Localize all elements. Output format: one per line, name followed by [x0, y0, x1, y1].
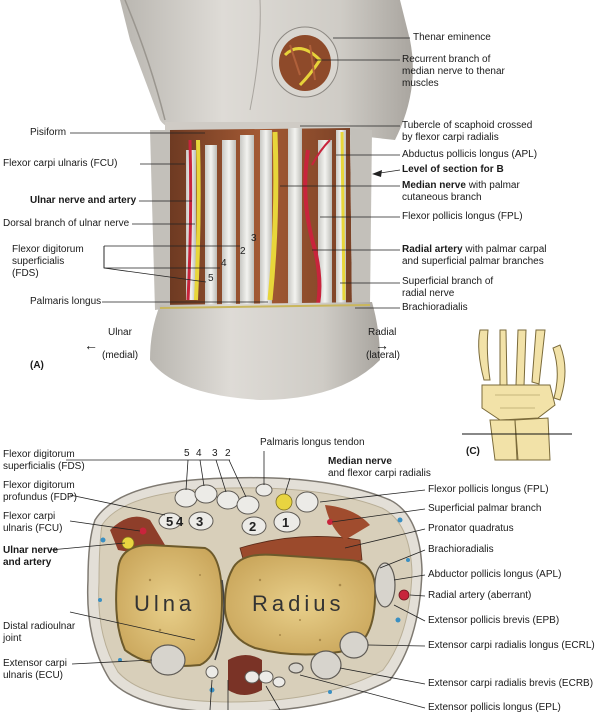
label-fpl-b: Flexor pollicis longus (FPL) — [428, 484, 549, 495]
label-superficial-palmar-branch: Superficial palmar branch — [428, 503, 542, 514]
label-druj-1: Distal radioulnar — [3, 621, 76, 632]
label-palmaris-tendon: Palmaris longus tendon — [260, 437, 365, 448]
label-recurrent-2: median nerve to thenar — [402, 66, 505, 77]
ulna-label: Ulna — [134, 591, 195, 616]
label-tubercle-1: Tubercle of scaphoid crossed — [402, 120, 533, 131]
panel-a-leader-lines — [70, 37, 410, 309]
a-number-4: 4 — [221, 258, 227, 269]
label-median-nerve-b-2: and flexor carpi radialis — [328, 468, 431, 479]
b-tendon-2: 2 — [249, 519, 256, 534]
a-number-2: 2 — [240, 246, 246, 257]
b-tendon-4: 4 — [176, 514, 184, 529]
label-dorsal-branch: Dorsal branch of ulnar nerve — [3, 218, 130, 229]
panel-a-illustration — [120, 0, 413, 400]
a-number-3: 3 — [251, 233, 257, 244]
label-apl: Abductus pollicis longus (APL) — [402, 149, 538, 160]
label-ecrl: Extensor carpi radialis longus (ECRL) — [428, 640, 595, 651]
panel-c-skeleton — [462, 329, 572, 461]
b-tendon-1: 1 — [282, 515, 289, 530]
label-apl-b: Abductor pollicis longus (APL) — [428, 569, 562, 580]
a-number-5: 5 — [208, 273, 214, 284]
panel-b-leader-lines — [49, 451, 426, 710]
label-ulnar: Ulnar — [108, 327, 132, 338]
radius-label: Radius — [252, 591, 344, 616]
label-radial-artery-2: and superficial palmar branches — [402, 256, 544, 267]
label-druj-2: joint — [3, 633, 22, 644]
label-radial-artery-aberrant: Radial artery (aberrant) — [428, 590, 532, 601]
label-median-nerve: Median nerve with palmar — [402, 180, 520, 192]
label-ulnar-nerve-b-2: and artery — [3, 557, 52, 568]
label-fpl: Flexor pollicis longus (FPL) — [402, 211, 523, 222]
label-pisiform: Pisiform — [30, 127, 67, 138]
b-top-number-2: 2 — [225, 448, 231, 459]
label-brachioradialis-a: Brachioradialis — [402, 302, 468, 313]
label-fcu-b-1: Flexor carpi — [3, 511, 56, 522]
label-pronator-quadratus: Pronator quadratus — [428, 523, 514, 534]
label-median-nerve-rest: with palmar — [465, 180, 520, 191]
label-brachioradialis-b: Brachioradialis — [428, 544, 494, 555]
label-epl: Extensor pollicis longus (EPL) — [428, 702, 561, 713]
label-fcu: Flexor carpi ulnaris (FCU) — [3, 158, 118, 169]
label-epb: Extensor pollicis brevis (EPB) — [428, 615, 560, 626]
label-ulnar-nerve-artery: Ulnar nerve and artery — [30, 195, 137, 206]
label-level-of-section: Level of section for B — [402, 164, 504, 175]
label-radial-artery-bold: Radial artery — [402, 244, 463, 255]
label-superficial-branch-1: Superficial branch of — [402, 276, 494, 287]
label-median-nerve-bold: Median nerve — [402, 180, 466, 191]
label-radial-artery: Radial artery with palmar carpal — [402, 244, 547, 256]
radial-arrow-icon: → — [375, 337, 389, 353]
panel-c-label: (C) — [466, 446, 480, 457]
ulnar-arrow-icon: ← — [84, 337, 98, 353]
label-ecu-1: Extensor carpi — [3, 658, 67, 669]
label-radial-artery-rest: with palmar carpal — [462, 244, 547, 255]
label-recurrent-1: Recurrent branch of — [402, 54, 491, 65]
label-median-nerve-2: cutaneous branch — [402, 192, 482, 203]
label-radial: Radial — [368, 327, 397, 338]
b-tendon-5: 5 — [166, 514, 173, 529]
label-ecrb: Extensor carpi radialis brevis (ECRB) — [428, 678, 594, 689]
label-thenar-eminence: Thenar eminence — [413, 32, 491, 43]
b-top-number-3: 3 — [212, 448, 218, 459]
label-fcu-b-2: ulnaris (FCU) — [3, 523, 63, 534]
label-fds-3: (FDS) — [12, 268, 39, 279]
label-ulnar-nerve-b-1: Ulnar nerve — [3, 545, 59, 556]
label-fds-1: Flexor digitorum — [12, 244, 84, 255]
label-fds-b-1: Flexor digitorum — [3, 449, 75, 460]
b-top-number-4: 4 — [196, 448, 202, 459]
label-recurrent-3: muscles — [402, 78, 439, 89]
level-section-line — [379, 169, 401, 174]
label-fds-2: superficialis — [12, 256, 65, 267]
panel-a-label: (A) — [30, 360, 44, 371]
label-ulnar-medial: (medial) — [102, 350, 139, 361]
level-section-arrowhead — [372, 170, 382, 177]
label-palmaris-longus: Palmaris longus — [30, 296, 102, 307]
label-radial-lateral: (lateral) — [366, 350, 400, 361]
label-fdp-2: profundus (FDP) — [3, 492, 77, 503]
b-tendon-3: 3 — [196, 514, 203, 529]
label-tubercle-2: by flexor carpi radialis — [402, 132, 499, 143]
label-ecu-2: ulnaris (ECU) — [3, 670, 64, 681]
panel-b-section — [86, 476, 423, 710]
label-median-nerve-b: Median nerve — [328, 456, 392, 467]
label-fdp-1: Flexor digitorum — [3, 480, 75, 491]
b-top-number-5: 5 — [184, 448, 190, 459]
label-fds-b-2: superficialis (FDS) — [3, 461, 85, 472]
label-superficial-branch-2: radial nerve — [402, 288, 455, 299]
